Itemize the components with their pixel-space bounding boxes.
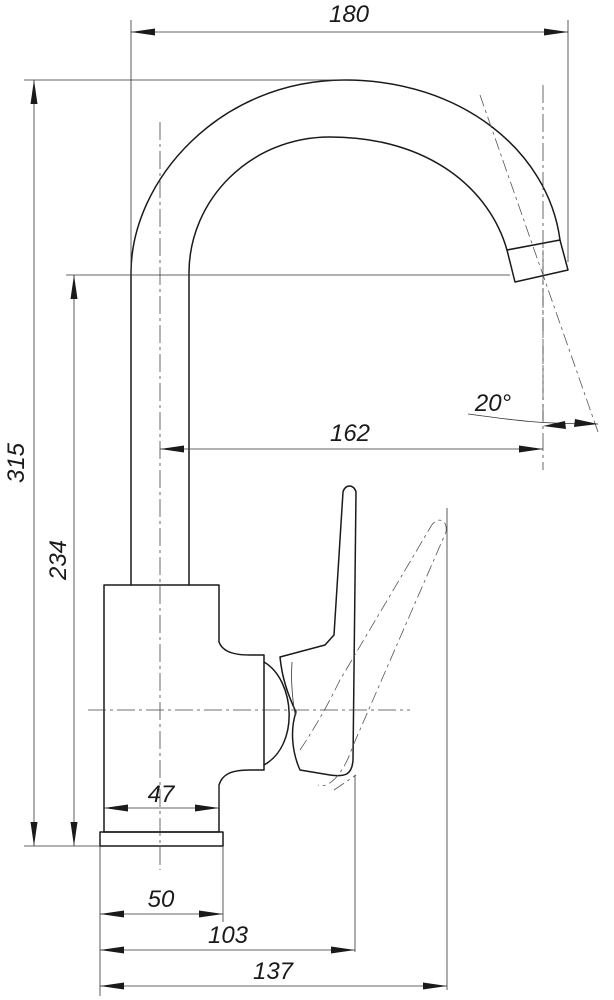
swivel-axis-line [479, 94, 599, 433]
dimension-lines [30, 28, 599, 990]
handle-lever [279, 485, 357, 777]
label-spout-reach: 162 [330, 420, 370, 447]
center-lines [88, 85, 544, 870]
label-base-width: 50 [148, 886, 175, 913]
spout-inner-contour [188, 136, 508, 586]
handle-inner-edge [291, 661, 297, 716]
label-lever-projection: 103 [208, 922, 249, 949]
label-lever-reach: 137 [253, 958, 295, 985]
spout-nozzle [506, 239, 569, 283]
label-overall-width: 180 [329, 1, 370, 28]
label-overall-height: 315 [3, 442, 30, 483]
rotated-handle-phantom-2 [333, 774, 357, 791]
label-swivel-angle: 20° [474, 390, 512, 417]
label-spout-height: 234 [45, 540, 72, 581]
spout-outer-contour [130, 79, 561, 586]
extension-lines [24, 20, 569, 996]
cartridge-cap [263, 661, 290, 766]
rotated-handle-phantom [299, 519, 447, 787]
base-ring [99, 831, 224, 847]
faucet-outline [99, 79, 569, 847]
mixer-body [103, 584, 265, 833]
dimension-labels: 180 315 234 162 20° 47 50 103 137 [3, 1, 512, 985]
label-body-radius: 47 [148, 781, 176, 808]
